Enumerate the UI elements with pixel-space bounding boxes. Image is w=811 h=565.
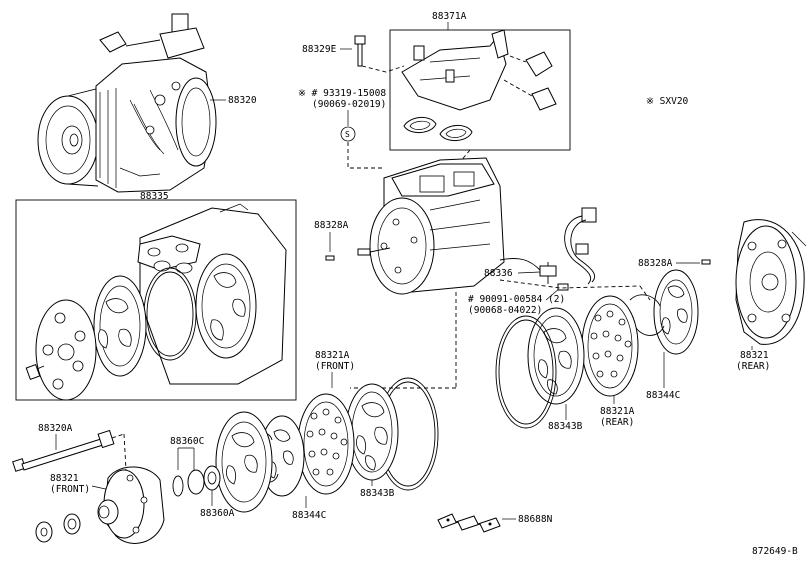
front-head-88321 bbox=[97, 466, 165, 544]
small-fittings bbox=[35, 513, 81, 543]
label-88321-front-sub: (FRONT) bbox=[50, 484, 90, 495]
control-valve-drawing bbox=[401, 29, 557, 141]
seal-ring-88360C-a bbox=[172, 475, 184, 497]
label-88343B-left: 88343B bbox=[360, 488, 395, 499]
dash-front bbox=[123, 433, 127, 471]
label-88344C-left: 88344C bbox=[292, 510, 326, 521]
label-88320: 88320 bbox=[228, 95, 257, 106]
bolt-90091 bbox=[557, 283, 569, 291]
sensor-88336 bbox=[499, 207, 597, 285]
seal-ring-88360C-b bbox=[187, 469, 205, 495]
dash-88329E bbox=[361, 65, 405, 73]
bolt-88329E bbox=[354, 35, 366, 67]
seal-88360A-hole bbox=[207, 471, 217, 485]
o-ring-right-inner bbox=[498, 319, 554, 425]
pin-88328A-right bbox=[701, 259, 711, 265]
leader-88336 bbox=[517, 271, 541, 274]
label-88321A-rear-sub: (REAR) bbox=[600, 417, 634, 428]
label-88360A: 88360A bbox=[200, 508, 235, 519]
pin-88328A-left bbox=[325, 255, 335, 261]
label-88360C: 88360C bbox=[170, 436, 204, 447]
bracket-88688N bbox=[437, 513, 501, 533]
front-valve-plate bbox=[215, 411, 273, 513]
label-90069-02019: (90069-02019) bbox=[312, 99, 386, 110]
label-88336: 88336 bbox=[484, 268, 513, 279]
label-88321A-rear: 88321A bbox=[600, 406, 635, 417]
box-88335 bbox=[15, 199, 297, 401]
label-88328A-left: 88328A bbox=[314, 220, 349, 231]
label-88321-rear: 88321 bbox=[740, 350, 769, 361]
through-bolt-88320A bbox=[12, 429, 125, 472]
label-88321-front: 88321 bbox=[50, 473, 79, 484]
reed-valve-88343B-right bbox=[527, 307, 585, 405]
valve-plate-88321A-rear bbox=[581, 295, 639, 397]
compressor-assembly-drawing bbox=[37, 13, 217, 193]
compressor-housing-drawing bbox=[357, 157, 505, 295]
label-88321A-front-sub: (FRONT) bbox=[315, 361, 355, 372]
label-88371A: 88371A bbox=[432, 11, 467, 22]
s-mark-circle bbox=[340, 126, 356, 142]
reed-valve-88343B-left bbox=[345, 383, 399, 481]
label-90068-04022: (90068-04022) bbox=[468, 305, 542, 316]
rear-head-88321 bbox=[735, 219, 807, 345]
leader-88360C bbox=[177, 447, 195, 470]
rear-housing-box-drawing bbox=[25, 203, 287, 401]
label-88321A-front: 88321A bbox=[315, 350, 350, 361]
model-note: ※ SXV20 bbox=[646, 96, 689, 107]
label-88328A-right: 88328A bbox=[638, 258, 673, 269]
label-88320A: 88320A bbox=[38, 423, 73, 434]
label-88344C-right: 88344C bbox=[646, 390, 680, 401]
diagram-id: 872649-B bbox=[752, 546, 798, 557]
box-88371A bbox=[389, 29, 571, 151]
label-88343B-right: 88343B bbox=[548, 421, 583, 432]
reed-valve-88344C-right bbox=[629, 269, 699, 355]
label-88329E: 88329E bbox=[302, 44, 337, 55]
s-mark-label: S bbox=[345, 130, 350, 139]
label-88321-rear-sub: (REAR) bbox=[736, 361, 770, 372]
dash-stud bbox=[347, 142, 384, 169]
label-88335: 88335 bbox=[140, 191, 169, 202]
label-88688N: 88688N bbox=[518, 514, 553, 525]
label-90091-00584: # 90091-00584 (2) bbox=[468, 294, 565, 305]
dash-housing-right bbox=[499, 279, 641, 289]
label-93319-15008: ※ # 93319-15008 bbox=[298, 88, 386, 99]
valve-plate-88321A-front bbox=[297, 393, 355, 495]
dash-rear bbox=[639, 285, 651, 301]
o-ring-right bbox=[495, 315, 557, 429]
